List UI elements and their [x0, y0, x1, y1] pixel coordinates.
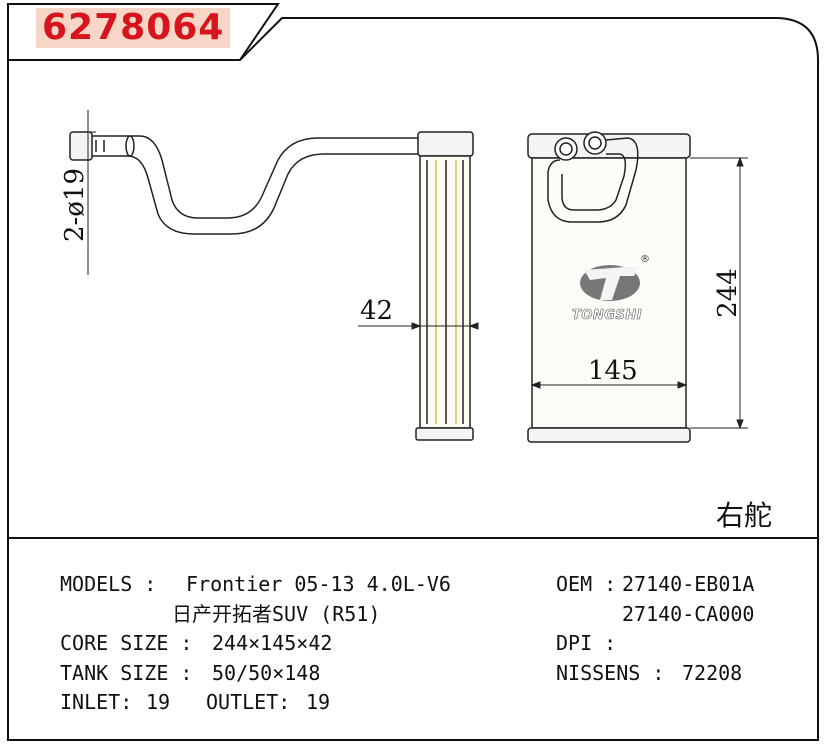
outlet-value: 19 — [306, 690, 331, 714]
models-label: MODELS : — [60, 572, 157, 596]
models-value: Frontier 05-13 4.0L-V6 — [186, 572, 451, 596]
tongshi-logo: ® — [580, 254, 650, 301]
models-value-cn: 日产开拓者SUV (R51) — [172, 602, 381, 626]
oem-value-2: 27140-CA000 — [622, 602, 755, 626]
nissens-value: 72208 — [682, 661, 743, 685]
outlet-label: OUTLET: — [206, 690, 291, 714]
registered-mark: ® — [640, 254, 650, 265]
width-dimension: 145 — [588, 356, 638, 386]
nissens-label: NISSENS : — [556, 661, 665, 685]
inlet-label: INLET: — [60, 690, 133, 714]
side-view-drawing — [69, 110, 479, 441]
tube-diameter-dimension: 2-ø19 — [60, 167, 90, 243]
part-number: 6278064 — [36, 8, 231, 48]
tank-size-value: 50/50×148 — [212, 661, 321, 685]
height-dimension: 244 — [713, 268, 743, 318]
dpi-label: DPI : — [556, 631, 617, 655]
tongshi-logo-text: TONGSHI — [572, 308, 643, 324]
core-size-value: 244×145×42 — [212, 631, 333, 655]
oem-label: OEM : — [556, 572, 617, 596]
core-size-label: CORE SIZE : — [60, 631, 193, 655]
inlet-value: 19 — [146, 690, 171, 714]
tank-size-label: TANK SIZE : — [60, 661, 193, 685]
drive-side-label: 右舵 — [716, 499, 773, 532]
oem-value-1: 27140-EB01A — [622, 572, 755, 596]
thickness-dimension: 42 — [360, 296, 394, 326]
front-view-drawing: ® — [527, 131, 748, 443]
